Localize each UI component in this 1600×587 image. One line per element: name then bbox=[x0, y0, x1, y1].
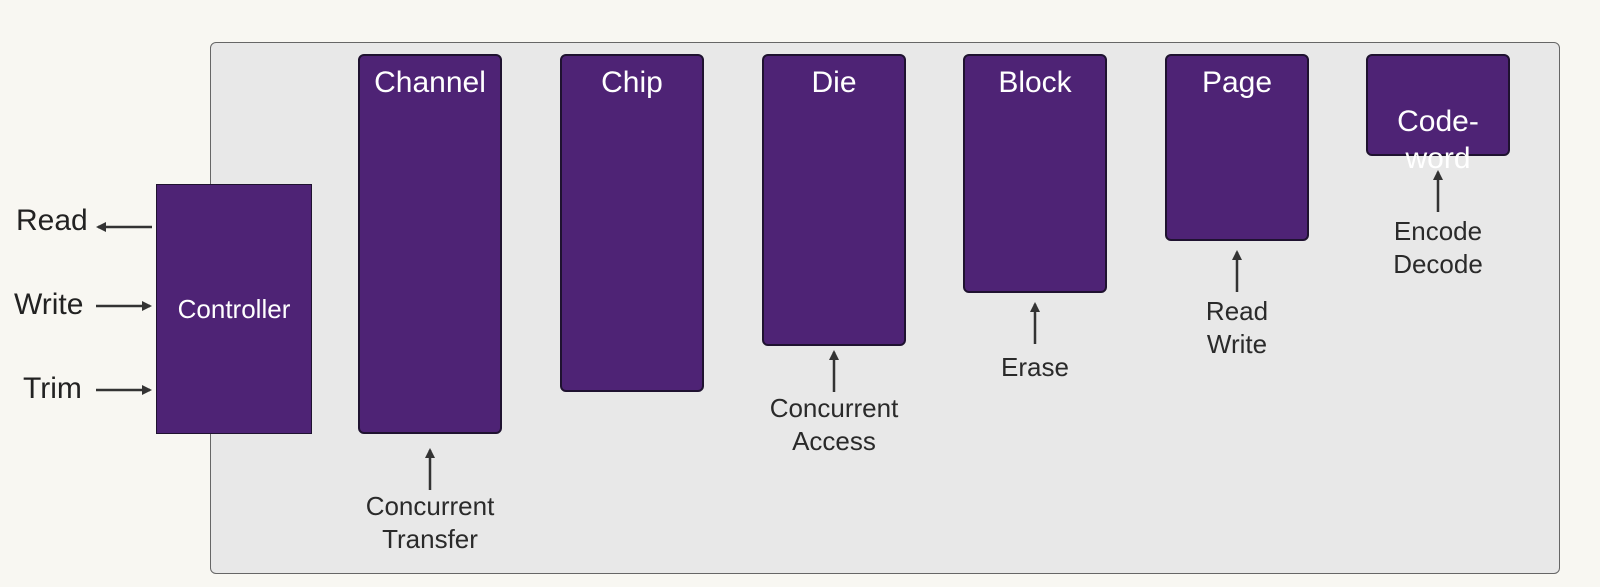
block-block: Block bbox=[963, 54, 1107, 293]
die-label: Die bbox=[811, 66, 857, 99]
controller-block: Controller bbox=[156, 184, 312, 434]
channel-annotation: Concurrent Transfer bbox=[365, 491, 495, 554]
channel-block: Channel bbox=[358, 54, 502, 434]
codeword-annotation: Encode Decode bbox=[1393, 216, 1483, 279]
page-annotation: Read Write bbox=[1205, 296, 1269, 359]
block-label: Block bbox=[998, 66, 1072, 99]
die-block: Die bbox=[762, 54, 906, 346]
controller-label: Controller bbox=[177, 293, 291, 324]
write-label: Write bbox=[14, 288, 84, 321]
channel-label: Channel bbox=[374, 66, 486, 99]
read-label: Read bbox=[16, 204, 88, 237]
block-annotation: Erase bbox=[1001, 352, 1069, 382]
trim-label: Trim bbox=[23, 372, 82, 405]
die-annotation: Concurrent Access bbox=[769, 393, 899, 456]
page-label: Page bbox=[1201, 66, 1273, 99]
chip-label: Chip bbox=[601, 66, 663, 99]
chip-block: Chip bbox=[560, 54, 704, 392]
codeword-label: Code- word bbox=[1397, 105, 1479, 175]
codeword-block: Code- word bbox=[1366, 54, 1510, 175]
page-block: Page bbox=[1165, 54, 1309, 241]
